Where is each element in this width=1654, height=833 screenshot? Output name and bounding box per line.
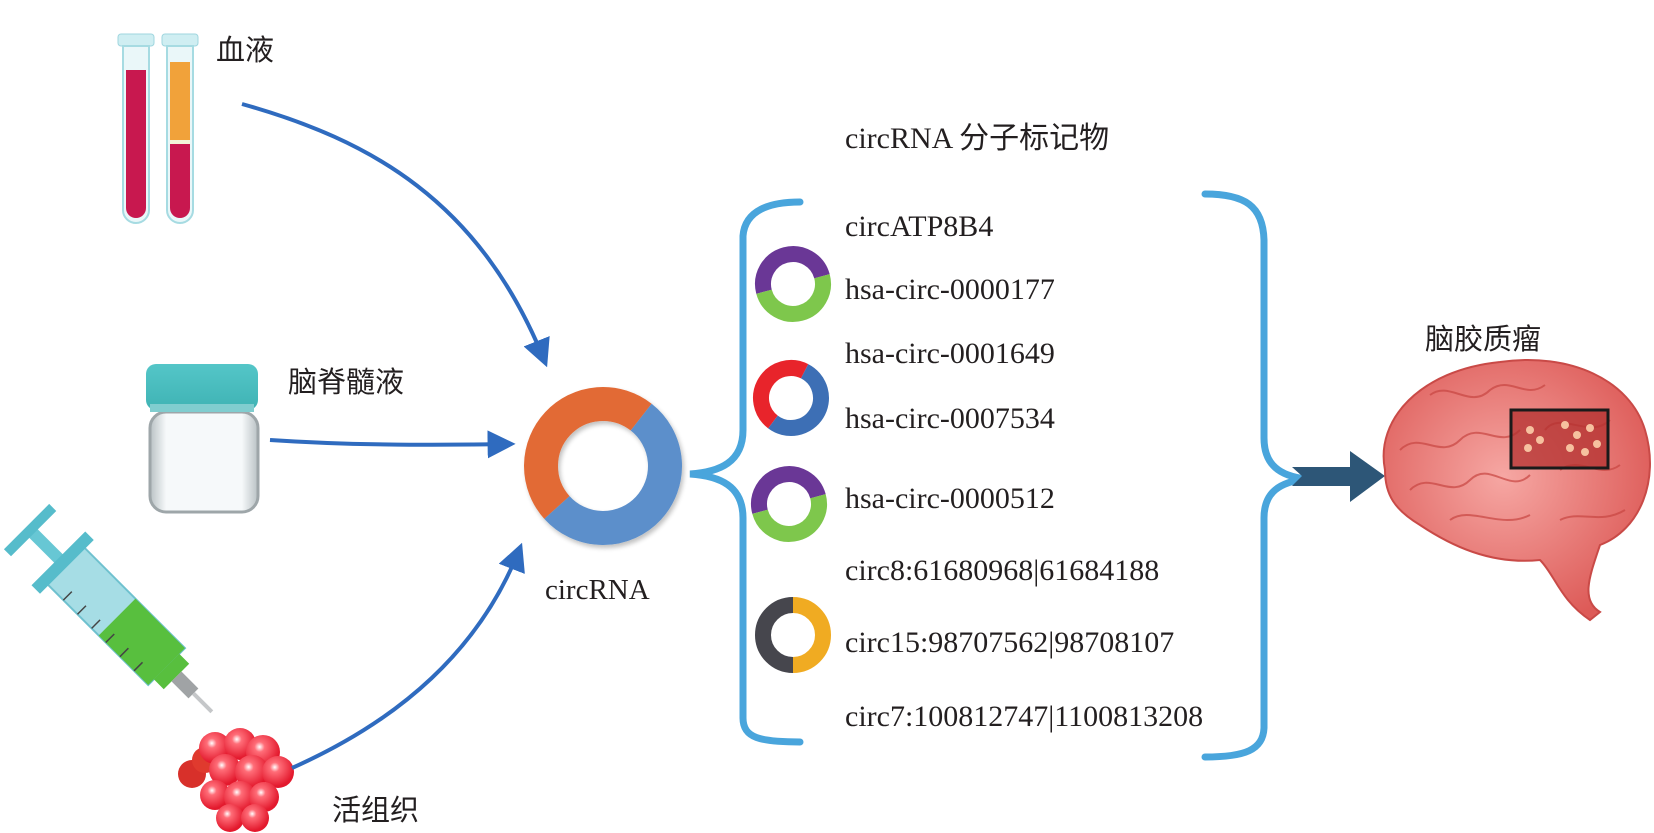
arrow-tissue-to-circrna [291, 542, 525, 770]
source-label-csf: 脑脊髓液 [288, 365, 405, 399]
blood-tubes-icon [117, 33, 199, 224]
marker-ring-1 [755, 246, 831, 322]
ring-segment-b [756, 274, 831, 322]
csf-jar-icon [146, 364, 260, 514]
ring-segment-b [768, 364, 829, 436]
ring-segment-b [752, 494, 827, 542]
ring-segment-a [755, 246, 830, 294]
marker-item: hsa-circ-0007534 [845, 402, 1055, 435]
big-arrow [1292, 451, 1385, 502]
marker-item: hsa-circ-0001649 [845, 337, 1055, 370]
marker-rings [751, 246, 831, 673]
marker-item: hsa-circ-0000177 [845, 273, 1055, 306]
arrow-csf-to-circrna [269, 430, 516, 459]
marker-item: circ8:61680968|61684188 [845, 554, 1160, 587]
marker-ring-4 [755, 597, 831, 673]
left-brace [689, 198, 804, 746]
marker-item: circ7:100812747|1100813208 [845, 700, 1204, 733]
marker-item: circ15:98707562|98708107 [845, 626, 1175, 659]
biopsy-syringe-icon [3, 503, 294, 832]
ring-segment-a [753, 360, 809, 429]
ring-segment-a [751, 466, 826, 514]
tissue-cells [178, 728, 294, 832]
marker-ring-2 [753, 360, 829, 436]
ring-segment-b [792, 597, 831, 673]
marker-ring-3 [751, 466, 827, 542]
marker-item: hsa-circ-0000512 [845, 482, 1055, 515]
source-label-blood: 血液 [216, 33, 275, 67]
ring-segment-a [524, 387, 652, 519]
circrna-ring [524, 387, 682, 545]
markers-title: circRNA 分子标记物 [845, 122, 1110, 155]
circrna-label: circRNA [545, 574, 650, 606]
circrna-ring-icon [524, 387, 682, 545]
marker-item: circATP8B4 [845, 210, 994, 243]
ring-segment-a [755, 597, 794, 673]
ring-segment-b [544, 403, 682, 545]
source-label-tissue: 活组织 [332, 793, 420, 827]
brain-tumor-icon [1382, 358, 1651, 622]
right-brace [1201, 190, 1307, 761]
arrow-blood-to-circrna [241, 102, 550, 368]
target-label: 脑胶质瘤 [1425, 322, 1542, 356]
